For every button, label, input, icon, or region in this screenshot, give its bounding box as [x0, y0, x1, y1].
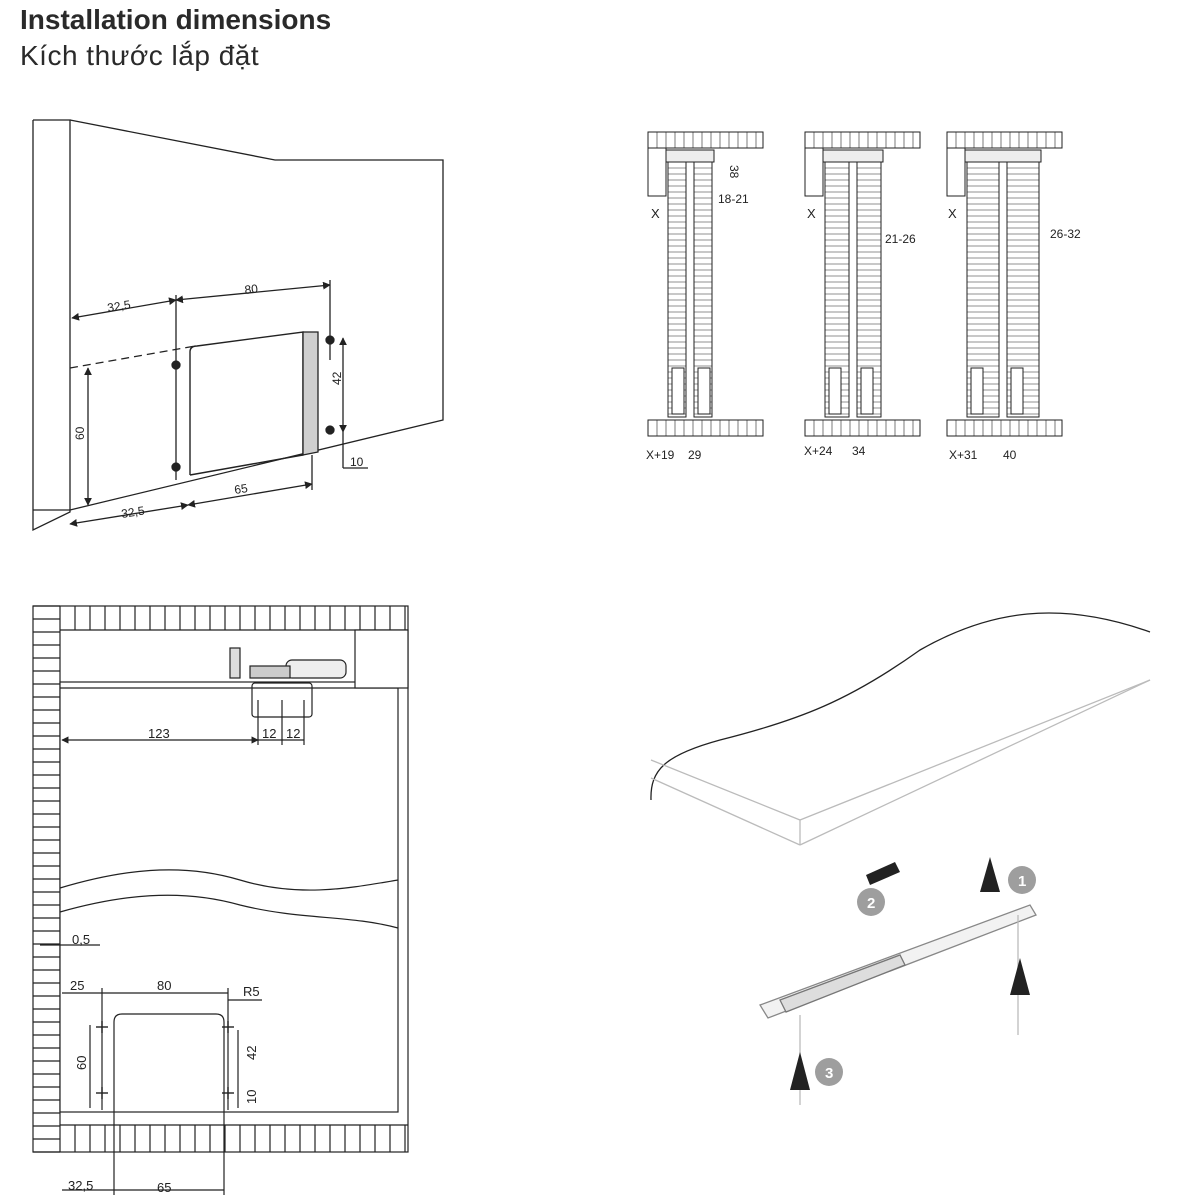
perspective-drawing — [32, 119, 444, 532]
dim-label: 38 — [727, 165, 741, 179]
dim-label: 10 — [244, 1090, 259, 1104]
plan-crosshairs — [96, 1021, 234, 1099]
plan-drawing — [32, 605, 409, 1195]
step-number: 1 — [1018, 873, 1026, 890]
x-label: X — [807, 206, 816, 221]
dim-label: 60 — [73, 426, 87, 440]
x-label: X — [651, 206, 660, 221]
dim-label: 65 — [233, 481, 249, 497]
dim-label: 80 — [157, 978, 171, 993]
page-title: Installation dimensions — [20, 4, 332, 35]
door-sections — [647, 131, 1063, 437]
dim-label: 10 — [350, 455, 364, 469]
door-section — [647, 131, 764, 437]
dim-label: R5 — [243, 984, 260, 999]
dim-label: 32,5 — [68, 1178, 93, 1193]
dim-label: 0,5 — [72, 932, 90, 947]
dim-label: 42 — [244, 1046, 259, 1060]
step-number: 3 — [825, 1065, 833, 1082]
step-arrows — [790, 857, 1030, 1090]
x-label: X — [948, 206, 957, 221]
dim-label: X+31 — [949, 448, 978, 462]
dim-label: 32,5 — [106, 297, 132, 315]
step-badge — [1008, 866, 1036, 894]
step-badge — [857, 888, 885, 916]
door-section — [804, 131, 921, 437]
dim-label: 12 — [286, 726, 300, 741]
dim-label: 32,5 — [120, 503, 146, 521]
page-subtitle: Kích thước lắp đặt — [20, 40, 260, 71]
step-badge — [815, 1058, 843, 1086]
dim-label: 26-32 — [1050, 227, 1081, 241]
dim-label: 123 — [148, 726, 170, 741]
dim-label: 42 — [330, 371, 344, 385]
dim-label: 40 — [1003, 448, 1017, 462]
dim-label: 80 — [244, 282, 259, 297]
step-badges: 1 2 3 — [815, 866, 1036, 1086]
dim-label: 21-26 — [885, 232, 916, 246]
dim-label: X+24 — [804, 444, 833, 458]
step-number: 2 — [867, 895, 875, 912]
dim-label: 29 — [688, 448, 702, 462]
dim-label: 25 — [70, 978, 84, 993]
dim-label: 12 — [262, 726, 276, 741]
dim-label: 34 — [852, 444, 866, 458]
door-section — [946, 131, 1063, 437]
dim-label: 60 — [74, 1056, 89, 1070]
dim-label: 18-21 — [718, 192, 749, 206]
dim-label: 65 — [157, 1180, 171, 1195]
dim-label: X+19 — [646, 448, 675, 462]
install-illustration — [650, 612, 1151, 1105]
